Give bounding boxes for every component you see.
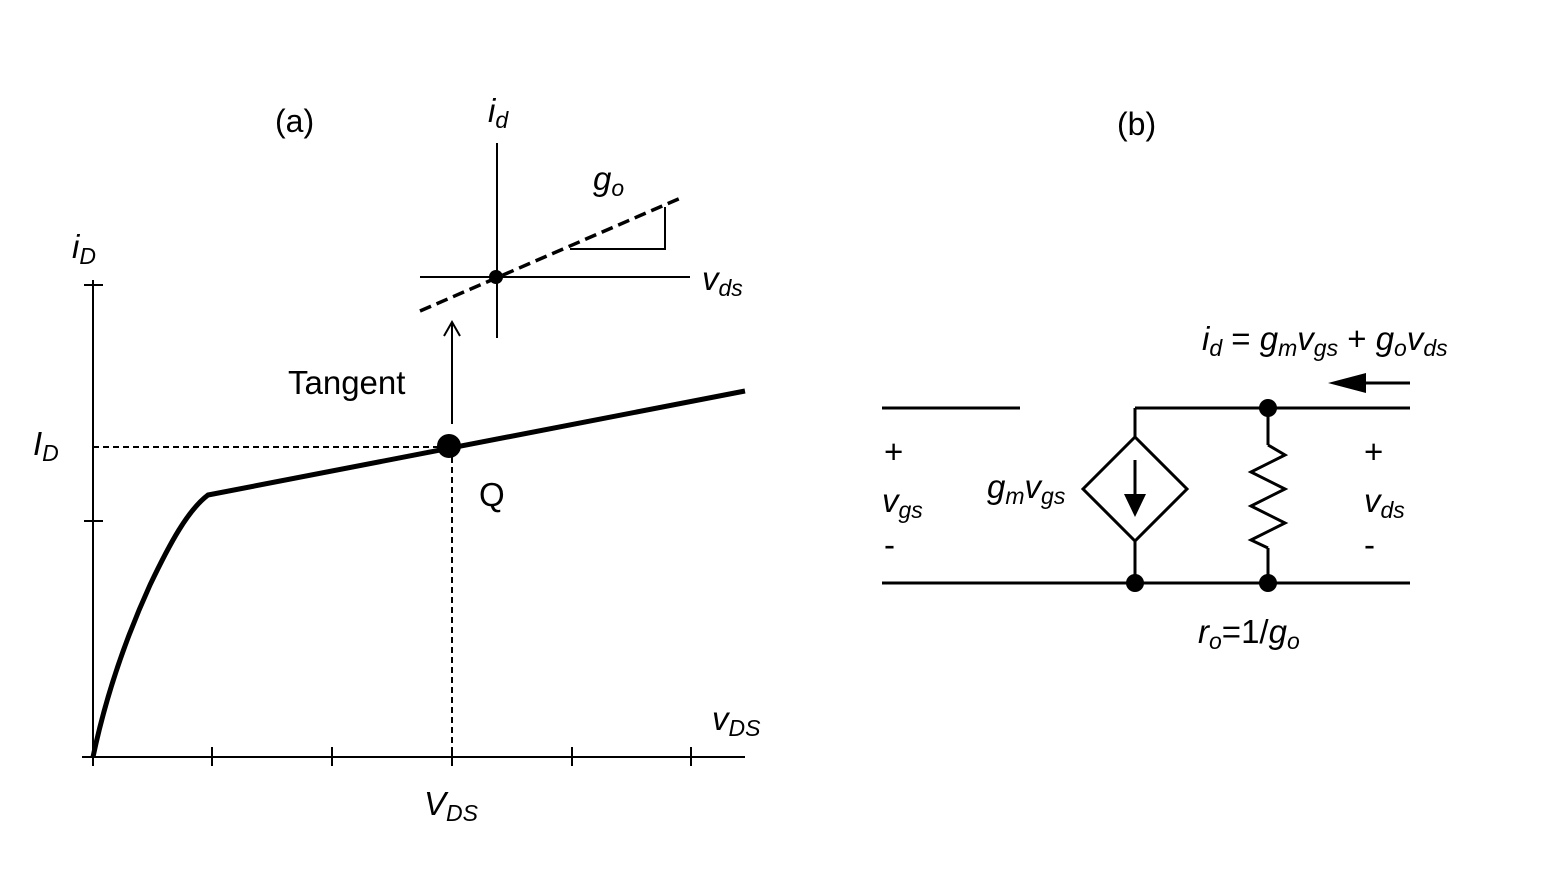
vds-port-label: vds xyxy=(1364,482,1405,523)
dependent-current-source xyxy=(1080,434,1190,544)
source-label: gmvgs xyxy=(987,468,1066,509)
tangent-arrow-head xyxy=(443,319,461,337)
resistor-label: ro=1/go xyxy=(1198,613,1300,654)
panel-b: (b) id = gmvgs + govds xyxy=(882,106,1448,654)
y-axis-title: iD xyxy=(72,228,96,269)
panel-a-label: (a) xyxy=(275,103,314,139)
q-point xyxy=(437,434,461,458)
panel-b-label: (b) xyxy=(1117,106,1156,142)
tangent-label: Tangent xyxy=(288,364,405,401)
vgs-label: vgs xyxy=(882,482,923,523)
inset-plot: id vds go xyxy=(419,92,743,338)
inset-slope-line xyxy=(419,195,684,313)
vds-label: VDS xyxy=(424,785,479,826)
inset-y-title: id xyxy=(488,92,509,133)
x-axis-title: vDS xyxy=(712,700,761,741)
y-axis-ticks xyxy=(84,284,103,522)
vgs-plus: + xyxy=(884,433,903,470)
panel-a: (a) iD vDS ID VDS Q Tangent xyxy=(33,92,761,826)
output-resistor xyxy=(1247,443,1289,550)
vds-plus: + xyxy=(1364,433,1383,470)
circuit-nodes xyxy=(1126,399,1277,592)
slope-triangle xyxy=(570,207,666,250)
inset-x-title: vds xyxy=(702,260,743,301)
current-arrow-head xyxy=(1328,373,1366,393)
vgs-minus: - xyxy=(884,526,895,563)
inset-origin-dot xyxy=(489,270,503,284)
vds-minus: - xyxy=(1364,526,1375,563)
id-label: ID xyxy=(33,425,59,466)
circuit-wires xyxy=(882,406,1410,585)
current-equation: id = gmvgs + govds xyxy=(1202,320,1448,361)
q-label: Q xyxy=(479,476,505,513)
iv-characteristic-curve xyxy=(90,388,746,758)
slope-label: go xyxy=(593,160,624,201)
